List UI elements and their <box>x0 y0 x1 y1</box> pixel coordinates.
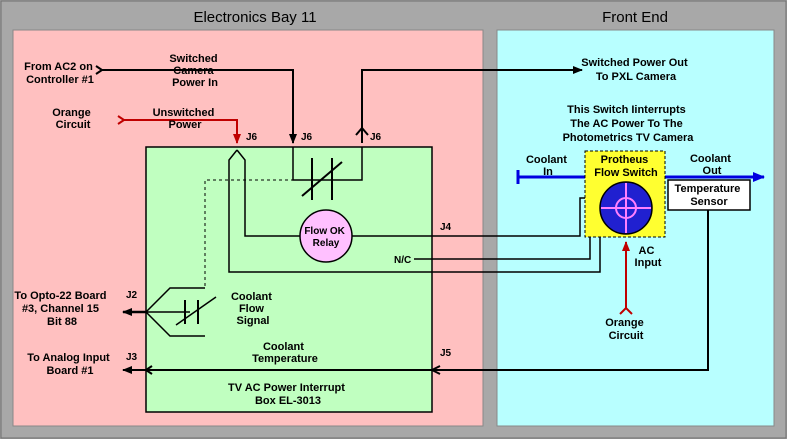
unswitched-loop-wire <box>228 149 601 273</box>
j6-label-a: J6 <box>246 132 258 143</box>
orange-circuit-label: Orange Circuit <box>52 107 94 131</box>
temperature-sensor-box <box>667 179 751 211</box>
switched-camera-power-wire <box>102 69 297 144</box>
j6-out-arrow-icon <box>355 126 369 136</box>
unswitched-power-label: Unswitched Power <box>153 107 218 131</box>
j5-fork-b-icon <box>431 369 441 375</box>
ac-input-label: AC Input <box>635 245 662 269</box>
box-name-label: TV AC Power Interrupt Box EL-3013 <box>228 382 348 407</box>
relay-coil-wire <box>236 149 300 237</box>
resistor-variable-icon <box>175 296 217 326</box>
switch-note-label: This Switch Iinterrupts The AC Power To … <box>563 104 695 144</box>
j3-fork-a-icon <box>145 365 153 371</box>
analog-input-label: To Analog Input Board #1 <box>27 352 113 377</box>
ac-input-fork-icon <box>619 306 633 315</box>
front-end-title: Front End <box>602 9 668 26</box>
front-orange-circuit-label: Orange Circuit <box>605 317 647 342</box>
switched-power-out-label: Switched Power Out To PXL Camera <box>581 57 690 83</box>
contact-diagonal-icon <box>301 161 343 197</box>
coolant-out-label: Coolant Out <box>690 153 734 177</box>
nc-label: N/C <box>394 255 411 266</box>
j3-fork-b-icon <box>145 369 153 375</box>
j5-fork-a-icon <box>431 365 441 371</box>
j2-label: J2 <box>126 290 138 301</box>
j6-label-c: J6 <box>370 132 382 143</box>
relay-contact-wire <box>292 147 363 181</box>
opto22-label: To Opto-22 Board #3, Channel 15 Bit 88 <box>14 290 109 328</box>
connector-fork-icon <box>95 65 104 75</box>
temperature-sensor-label: Temperature Sensor <box>675 183 744 208</box>
unswitched-power-wire <box>124 119 241 144</box>
from-ac2-label: From AC2 on Controller #1 <box>24 61 96 86</box>
temperature-signal-wire <box>122 210 709 374</box>
switched-power-out-wire <box>361 66 583 143</box>
relay-label: Flow OK Relay <box>304 226 347 249</box>
interrupt-box <box>145 146 433 413</box>
coolant-temperature-label: Coolant Temperature <box>252 341 318 365</box>
flow-ok-relay <box>299 209 353 263</box>
coolant-flow-signal-label: Coolant Flow Signal <box>231 291 275 327</box>
j4-label: J4 <box>440 222 452 233</box>
flow-switch-label: Protheus Flow Switch <box>594 154 658 179</box>
j6-label-b: J6 <box>301 132 313 143</box>
j3-label: J3 <box>126 352 138 363</box>
coolant-in-label: Coolant In <box>526 154 570 178</box>
j5-label: J5 <box>440 348 452 359</box>
electronics-bay-title: Electronics Bay 11 <box>193 9 316 26</box>
switched-camera-power-label: Switched Camera Power In <box>169 53 220 89</box>
red-fork-icon <box>117 115 126 125</box>
